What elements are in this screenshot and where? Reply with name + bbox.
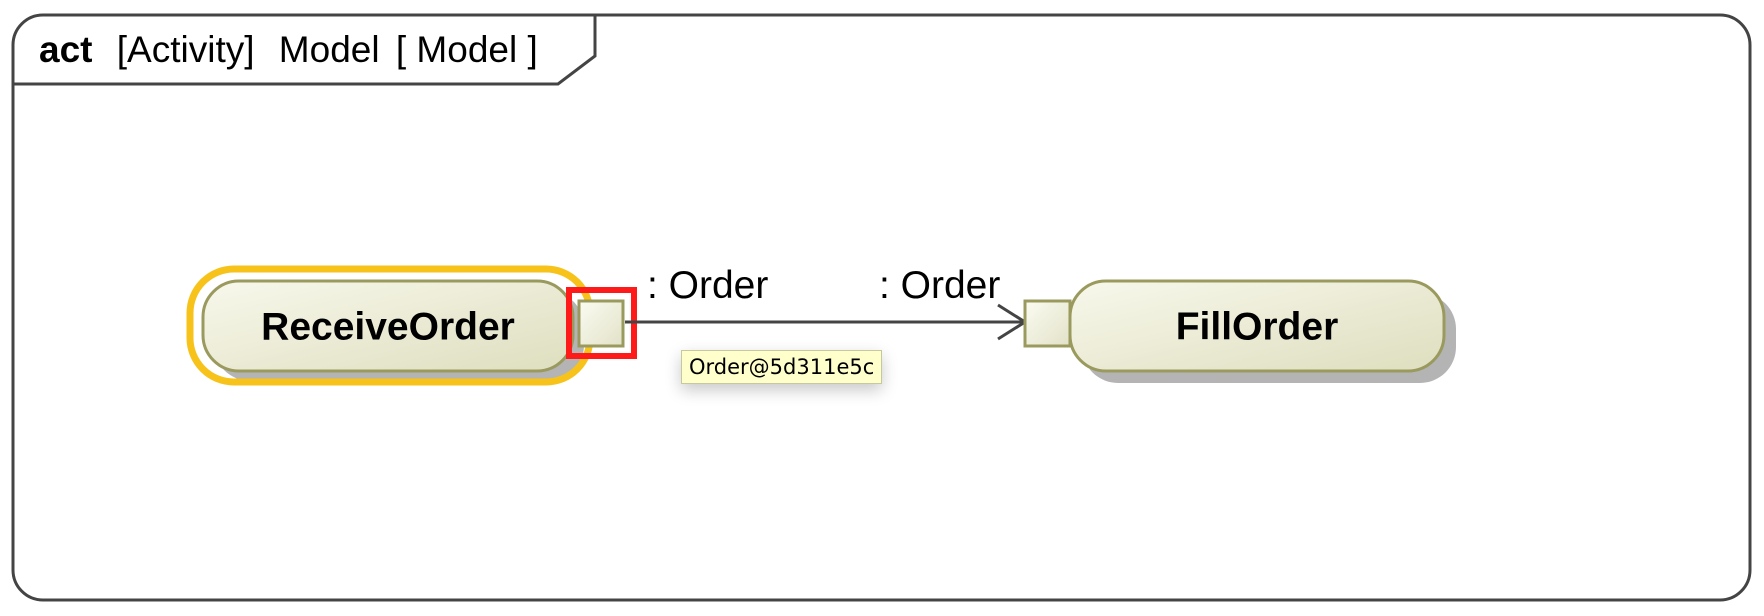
frame-border (11, 13, 1752, 602)
frame-title: act [Activity] Model [ Model ] (39, 29, 538, 70)
input-pin-box[interactable] (1023, 299, 1072, 348)
action-name: ReceiveOrder (261, 305, 515, 348)
output-pin-box[interactable] (577, 299, 625, 348)
output-pin-label: : Order (647, 264, 768, 307)
frame-keyword: act (39, 29, 92, 70)
action-fill-order[interactable]: FillOrder (1068, 279, 1456, 383)
diagram-frame: act [Activity] Model [ Model ] (11, 13, 1752, 602)
frame-qualifier: [ Model ] (396, 29, 538, 70)
frame-model-name: Model (279, 29, 380, 70)
frame-name-tab (13, 15, 597, 86)
action-body[interactable] (201, 279, 575, 373)
input-pin[interactable]: : Order (879, 264, 1072, 348)
output-pin[interactable]: : Order (566, 264, 768, 359)
frame-kind: [Activity] (117, 29, 255, 70)
tooltip: Order@5d311e5c (681, 350, 883, 384)
action-receive-order[interactable]: ReceiveOrder (186, 265, 594, 386)
input-pin-label: : Order (879, 264, 1000, 307)
action-name: FillOrder (1176, 305, 1339, 348)
